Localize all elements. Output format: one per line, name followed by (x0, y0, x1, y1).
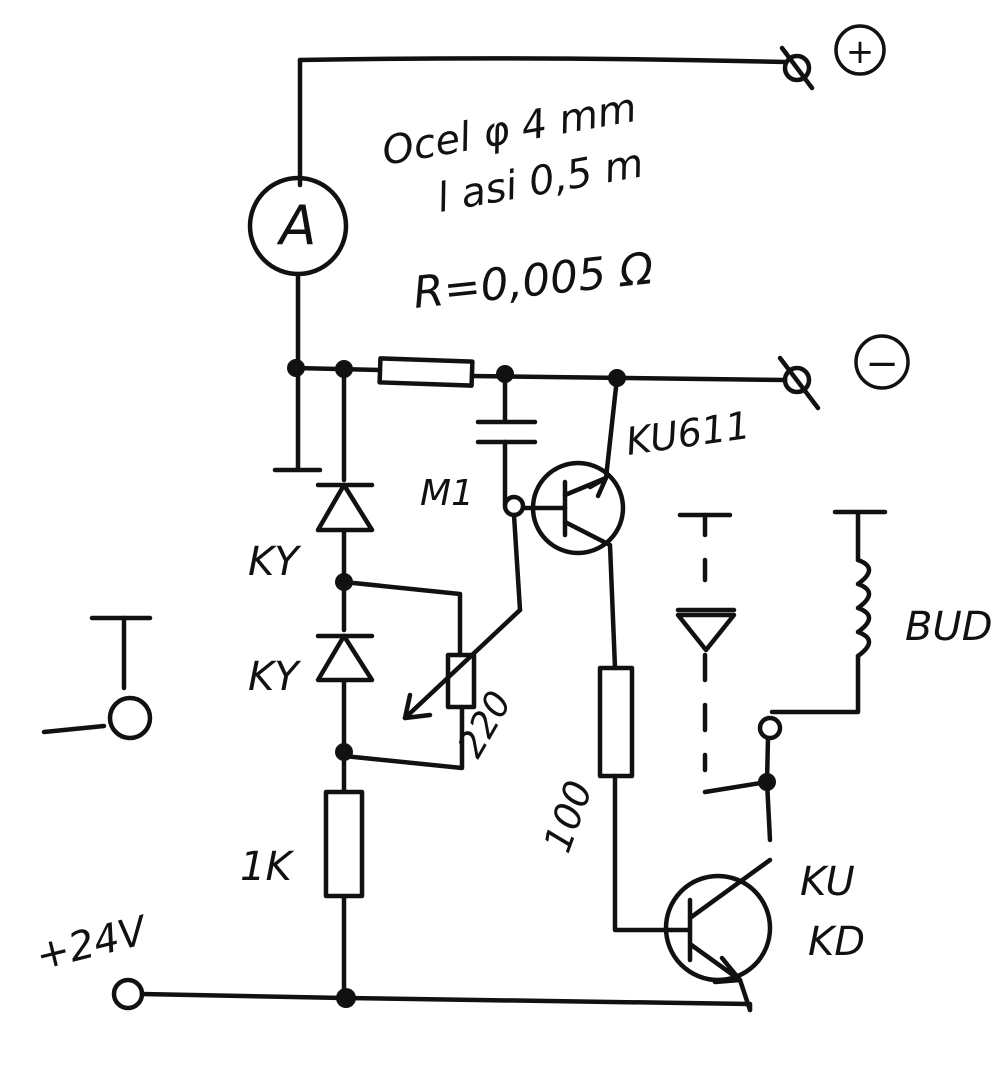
diode-chain: KY KY (248, 367, 375, 761)
ammeter-label: A (277, 194, 317, 257)
coil-label: BUD (905, 604, 993, 650)
ammeter: A (247, 175, 349, 371)
transistor-top-label: KU611 (623, 403, 753, 464)
ground-stub (272, 367, 323, 473)
plus-terminal-label: + (846, 32, 875, 72)
base-resistor: 1K (240, 753, 365, 1001)
transistor-bottom-label-1: KU (800, 859, 855, 905)
capacitor-label: M1 (420, 473, 474, 514)
diode-bottom-label: KY (248, 654, 302, 700)
relay-coil: BUD (757, 509, 993, 843)
shunt-notes: Ocel φ 4 mm l asi 0,5 m R=0,005 Ω (379, 85, 656, 319)
transistor-top: KU611 (522, 375, 753, 671)
emitter-resistor: 100 (535, 665, 675, 933)
supply-rail: +24V (31, 907, 753, 1013)
transistor-bottom-label-2: KD (808, 919, 865, 965)
supply-label: +24V (31, 907, 153, 979)
positive-rail (297, 56, 788, 188)
diode-top-label: KY (248, 539, 302, 585)
transistor-bottom: KU KD (663, 857, 865, 1013)
minus-terminal-label: − (865, 341, 899, 387)
left-terminal (41, 615, 153, 741)
emitter-resistor-label: 100 (535, 775, 601, 858)
optional-diode (675, 512, 770, 795)
capacitor: M1 (420, 371, 538, 613)
plus-terminal: + (779, 24, 886, 91)
minus-terminal: − (777, 334, 910, 411)
base-resistor-label: 1K (240, 844, 294, 890)
negative-rail (287, 356, 788, 388)
resistance-note: R=0,005 Ω (411, 243, 656, 319)
